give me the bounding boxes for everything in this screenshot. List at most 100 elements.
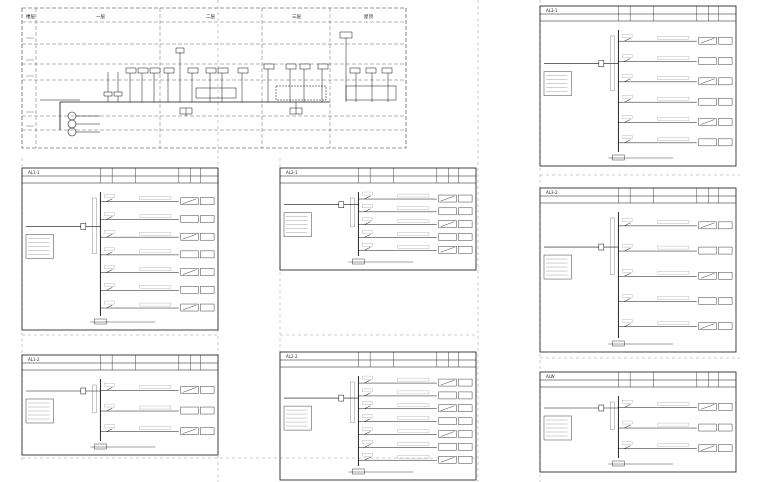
branch-circuit xyxy=(358,243,473,254)
power-cell xyxy=(458,417,473,425)
panel-frame xyxy=(539,5,737,167)
main-breaker xyxy=(598,404,605,412)
load-label-box xyxy=(657,97,690,101)
breaker-symbol xyxy=(364,456,371,461)
breaker-symbol xyxy=(106,387,113,391)
load-label-box xyxy=(657,137,690,141)
breaker-label-box xyxy=(622,135,633,139)
load-label-box xyxy=(657,36,690,40)
breaker-symbol xyxy=(624,247,631,252)
power-cell xyxy=(458,430,473,438)
phase-cell xyxy=(438,443,457,451)
breaker-symbol xyxy=(364,392,371,397)
branch-circuit xyxy=(618,74,733,86)
breaker-label-box xyxy=(362,440,373,444)
panel-p3: AL2-1 xyxy=(279,167,477,271)
load-label-box xyxy=(139,302,172,307)
power-cell xyxy=(458,443,473,451)
breaker-symbol xyxy=(624,445,631,449)
panel-frame xyxy=(21,354,219,456)
power-cell xyxy=(718,403,733,411)
bus-annotation xyxy=(350,197,355,227)
power-cell xyxy=(718,77,733,86)
panel-p1: AL1-1 xyxy=(21,167,219,331)
spare-slash xyxy=(440,431,455,437)
load-label-box xyxy=(397,403,430,407)
branch-circuit xyxy=(618,34,733,45)
power-cell xyxy=(458,391,473,400)
power-cell xyxy=(458,194,473,203)
breaker-label-box xyxy=(362,230,373,234)
phase-cell xyxy=(180,215,199,223)
breaker-label-box xyxy=(104,230,115,234)
load-label-box xyxy=(657,245,690,250)
breaker-label-box xyxy=(362,427,373,431)
load-label-box xyxy=(657,402,690,406)
load-label-box xyxy=(397,442,430,446)
main-breaker xyxy=(338,394,345,402)
breaker-symbol xyxy=(364,247,371,251)
breaker-symbol xyxy=(106,304,113,309)
bus-annotation xyxy=(92,384,97,414)
breaker-symbol xyxy=(364,405,371,410)
bus-annotation xyxy=(92,197,97,254)
branch-circuit xyxy=(100,383,215,394)
spare-slash xyxy=(440,405,455,411)
power-cell xyxy=(718,36,733,45)
branch-circuit xyxy=(358,375,473,387)
branch-circuit xyxy=(100,424,215,435)
panel-title: AL2-2 xyxy=(286,354,298,359)
breaker-symbol xyxy=(106,233,113,238)
spare-slash xyxy=(182,198,197,204)
load-label-box xyxy=(397,377,430,382)
load-label-box xyxy=(397,429,430,433)
branch-circuit xyxy=(358,401,473,412)
breaker-label-box xyxy=(104,265,115,269)
branch-circuit xyxy=(358,230,473,241)
power-cell xyxy=(458,233,473,241)
main-breaker xyxy=(80,223,87,230)
breaker-label-box xyxy=(362,191,373,196)
breaker-label-box xyxy=(622,74,633,78)
spare-slash xyxy=(182,233,197,240)
phase-cell xyxy=(438,391,457,400)
branch-circuit xyxy=(618,319,733,330)
meter-box xyxy=(612,154,625,161)
panel-frame xyxy=(279,167,477,271)
breaker-label-box xyxy=(362,217,373,221)
meter-box xyxy=(94,318,107,325)
riser-col-1: 一层 xyxy=(96,14,105,20)
branch-circuit xyxy=(100,300,215,312)
calc-box xyxy=(543,71,572,96)
phase-cell xyxy=(438,233,457,241)
load-label-box xyxy=(657,117,690,121)
breaker-label-box xyxy=(622,400,633,404)
riser-col-3: 三层 xyxy=(292,14,301,20)
load-label-box xyxy=(657,422,690,427)
power-cell xyxy=(200,386,215,394)
breaker-label-box xyxy=(362,401,373,405)
phase-cell xyxy=(180,286,199,294)
load-label-box xyxy=(139,249,172,254)
meter-box xyxy=(612,460,625,467)
spare-slash xyxy=(182,428,197,434)
main-breaker xyxy=(338,201,345,208)
power-cell xyxy=(718,97,733,106)
phase-cell xyxy=(438,417,457,425)
breaker-label-box xyxy=(104,247,115,252)
power-cell xyxy=(200,197,215,205)
panel-p4: AL2-2 xyxy=(279,351,477,481)
panel-title: AL1-2 xyxy=(28,357,40,362)
breaker-label-box xyxy=(622,95,633,99)
riser-left-label: 楼层 xyxy=(26,13,35,20)
load-label-box xyxy=(397,416,430,420)
power-cell xyxy=(458,404,473,412)
breaker-label-box xyxy=(622,115,633,119)
spare-slash xyxy=(440,247,455,253)
breaker-label-box xyxy=(622,441,633,445)
meter-box xyxy=(94,443,107,450)
riser-col-2: 二层 xyxy=(206,14,215,20)
breaker-label-box xyxy=(622,34,633,38)
breaker-symbol xyxy=(106,269,113,273)
load-label-box xyxy=(397,193,430,198)
